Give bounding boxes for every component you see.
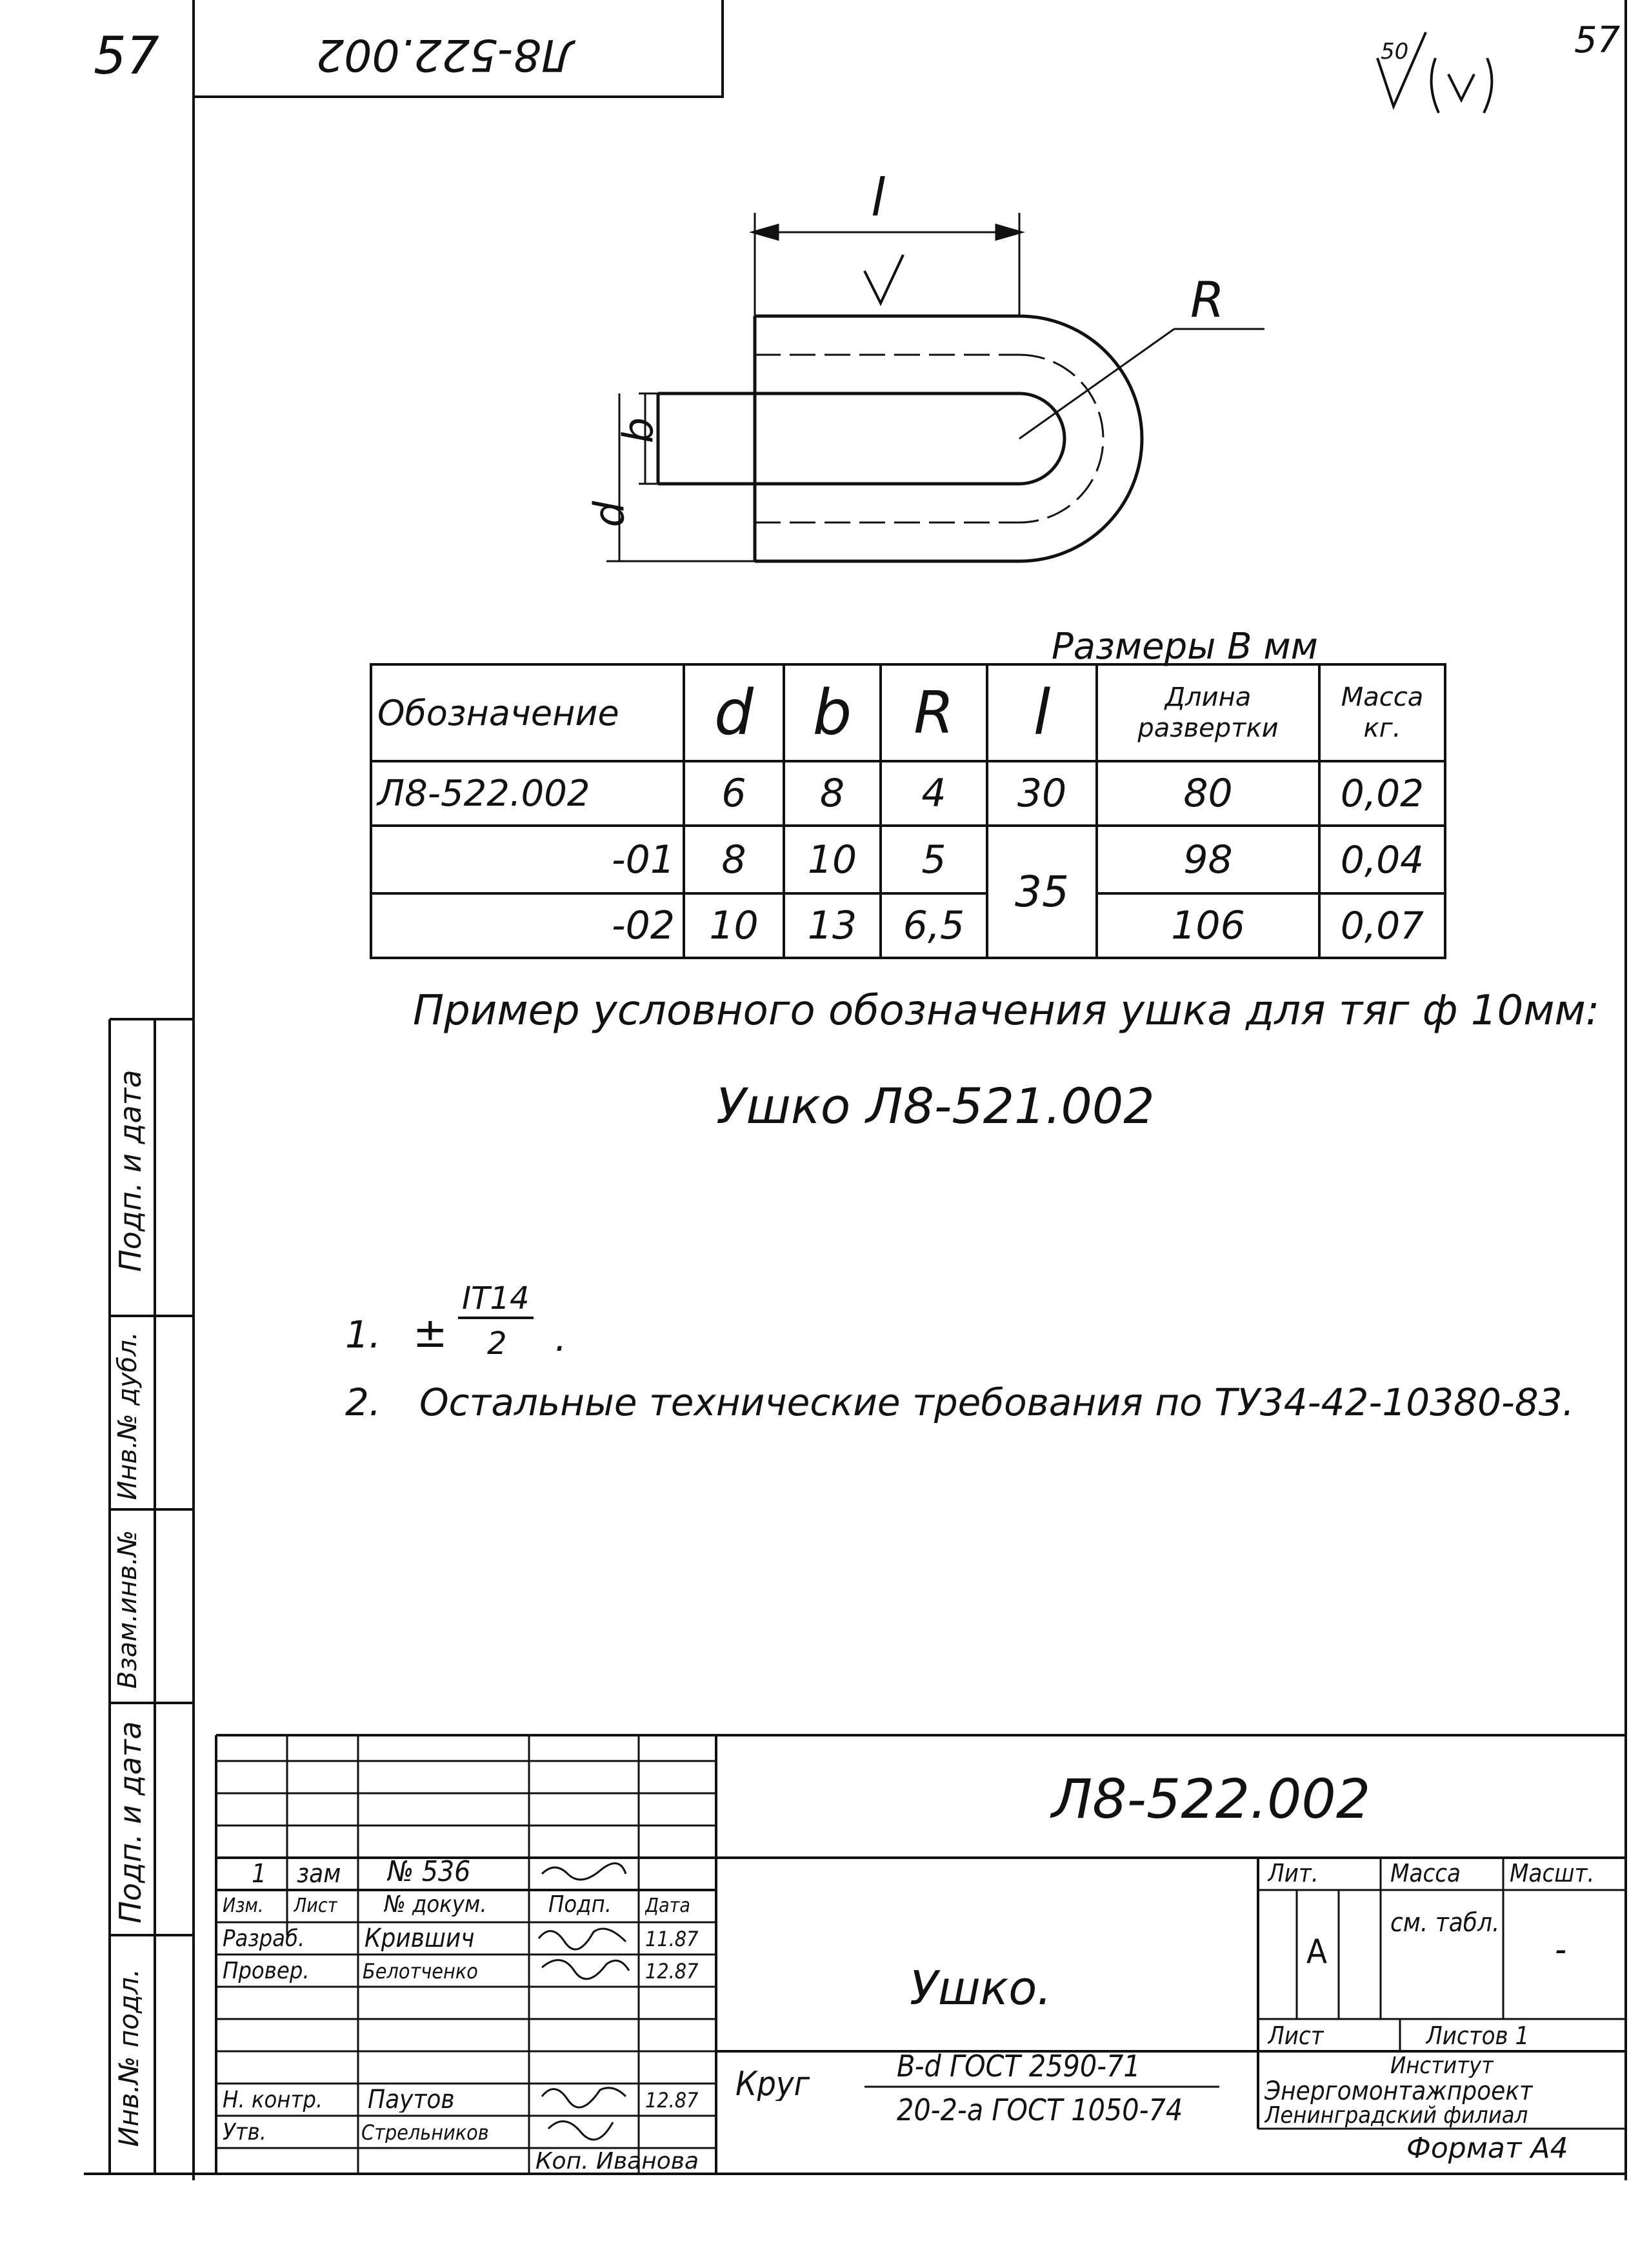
example-designation: Ушко Л8-521.002 xyxy=(716,1077,1155,1135)
col-header-mass: Масса кг. xyxy=(1341,682,1424,743)
mass-label: Масса xyxy=(1390,1861,1461,1885)
table-cell-mass: 0,02 xyxy=(1340,771,1424,815)
col-header-d: d xyxy=(714,677,754,749)
table-cell-R: 5 xyxy=(921,837,946,882)
lit-value: А xyxy=(1306,1935,1327,1969)
rev-list: зам xyxy=(297,1861,341,1887)
note-2-number: 2. xyxy=(345,1380,381,1424)
note-1-sign: ± xyxy=(413,1309,448,1357)
roughness-mark xyxy=(1376,32,1494,114)
table-cell-b: 8 xyxy=(819,771,845,816)
table-cell-length: 106 xyxy=(1171,903,1245,948)
institute-line-2: Энергомонтажпроект xyxy=(1264,2078,1533,2104)
copied-by: Коп. Иванова xyxy=(535,2148,699,2174)
table-cell-mass: 0,07 xyxy=(1340,904,1424,948)
format-label: Формат А4 xyxy=(1406,2132,1568,2165)
col-header-R: R xyxy=(914,679,954,747)
date-checker: 12.87 xyxy=(645,1961,699,1982)
table-cell-b: 10 xyxy=(807,837,857,882)
table-cell-l: 30 xyxy=(1017,771,1067,816)
signature-approver xyxy=(547,2120,614,2141)
example-caption: Пример условного обозначения ушка для тя… xyxy=(413,987,1600,1035)
hdr-date: Дата xyxy=(645,1896,690,1916)
rev-doc: № 536 xyxy=(387,1858,471,1886)
title-doc-code: Л8-522.002 xyxy=(1052,1767,1371,1831)
side-label-sign-date: Подп. и дата xyxy=(113,1069,148,1272)
hdr-izm: Изм. xyxy=(223,1896,264,1916)
name-approver: Стрельников xyxy=(361,2122,489,2143)
role-approver: Утв. xyxy=(223,2121,266,2144)
table-cell-designation: -01 xyxy=(612,837,675,882)
name-norm-control: Паутов xyxy=(368,2087,455,2113)
table-cell-length: 98 xyxy=(1183,837,1233,882)
col-header-b: b xyxy=(812,677,852,749)
hdr-list: Лист xyxy=(294,1896,338,1916)
side-label-repl-inv: Взам.инв.№ xyxy=(113,1529,143,1689)
name-developer: Крившич xyxy=(365,1925,475,1951)
date-norm-control: 12.87 xyxy=(645,2090,699,2111)
dim-label-R: R xyxy=(1190,271,1224,328)
material-top: B-d ГОСТ 2590-71 xyxy=(897,2051,1141,2081)
dim-label-b: b xyxy=(615,417,663,444)
role-norm-control: Н. контр. xyxy=(223,2089,323,2112)
hdr-doc: № докум. xyxy=(384,1893,487,1916)
table-cell-R: 4 xyxy=(921,771,946,816)
table-cell-d: 8 xyxy=(721,837,746,882)
dim-label-d: d xyxy=(586,501,634,528)
side-label-dup-inv: Инв.№ дубл. xyxy=(113,1331,143,1500)
scale-value: - xyxy=(1555,1932,1567,1968)
note-1-denominator: 2 xyxy=(487,1326,507,1362)
role-developer: Разраб. xyxy=(223,1927,305,1951)
institute-line-1: Институт xyxy=(1390,2054,1494,2078)
table-cell-l-merged: 35 xyxy=(1015,867,1069,917)
table-cell-R: 6,5 xyxy=(903,903,965,948)
note-1-tail: . xyxy=(555,1316,567,1360)
table-cell-d: 10 xyxy=(709,903,759,948)
roughness-value: 50 xyxy=(1381,39,1409,65)
note-2-text: Остальные технические требования по ТУ34… xyxy=(419,1380,1575,1424)
title-part-name: Ушко. xyxy=(910,1961,1052,2015)
top-code-box xyxy=(192,0,724,98)
signature-checker xyxy=(541,1959,630,1980)
note-1-numerator: IT14 xyxy=(458,1280,534,1319)
signatures-column xyxy=(537,1862,630,2141)
top-code-mirrored: Л8-522.002 xyxy=(316,29,575,80)
signature-norm-control xyxy=(541,2087,627,2109)
col-header-length: Длина развертки xyxy=(1137,682,1279,743)
institute-line-3: Ленинградский филиал xyxy=(1264,2104,1528,2127)
rev-izm: 1 xyxy=(252,1861,266,1887)
side-label-orig-inv: Инв.№ подл. xyxy=(113,1968,145,2147)
hdr-sign: Подп. xyxy=(548,1893,612,1916)
name-checker: Белотченко xyxy=(363,1961,478,1982)
signature-rev xyxy=(541,1862,627,1881)
dimensions-table-grid xyxy=(370,663,1446,959)
mass-value: см. табл. xyxy=(1390,1908,1500,1938)
note-1-number: 1. xyxy=(345,1313,381,1357)
title-block-grid xyxy=(215,1734,1627,2174)
col-header-designation: Обозначение xyxy=(377,692,619,733)
table-cell-mass: 0,04 xyxy=(1340,837,1424,882)
sheet-number-left: 57 xyxy=(94,26,159,86)
table-cell-designation: Л8-522.002 xyxy=(377,772,590,815)
dim-label-l: l xyxy=(871,168,886,228)
scale-label: Масшт. xyxy=(1510,1861,1595,1885)
sheet-number-right: 57 xyxy=(1574,19,1621,61)
date-developer: 11.87 xyxy=(645,1929,699,1949)
eye-part-drawing xyxy=(606,213,1264,563)
signature-developer xyxy=(537,1927,627,1951)
col-header-l: l xyxy=(1033,677,1051,749)
table-cell-b: 13 xyxy=(807,903,857,948)
material-bottom: 20-2-а ГОСТ 1050-74 xyxy=(897,2095,1183,2125)
sheets-label: Листов 1 xyxy=(1426,2024,1530,2048)
material-prefix: Круг xyxy=(735,2067,810,2101)
lit-label: Лит. xyxy=(1268,1861,1319,1885)
table-caption: Размеры В мм xyxy=(1052,626,1318,668)
side-label-sign-date-2: Подп. и дата xyxy=(113,1721,148,1924)
table-cell-designation: -02 xyxy=(612,903,675,948)
table-cell-d: 6 xyxy=(721,771,746,816)
table-cell-length: 80 xyxy=(1183,771,1233,816)
sheet-label: Лист xyxy=(1268,2024,1324,2048)
role-checker: Провер. xyxy=(223,1960,310,1983)
